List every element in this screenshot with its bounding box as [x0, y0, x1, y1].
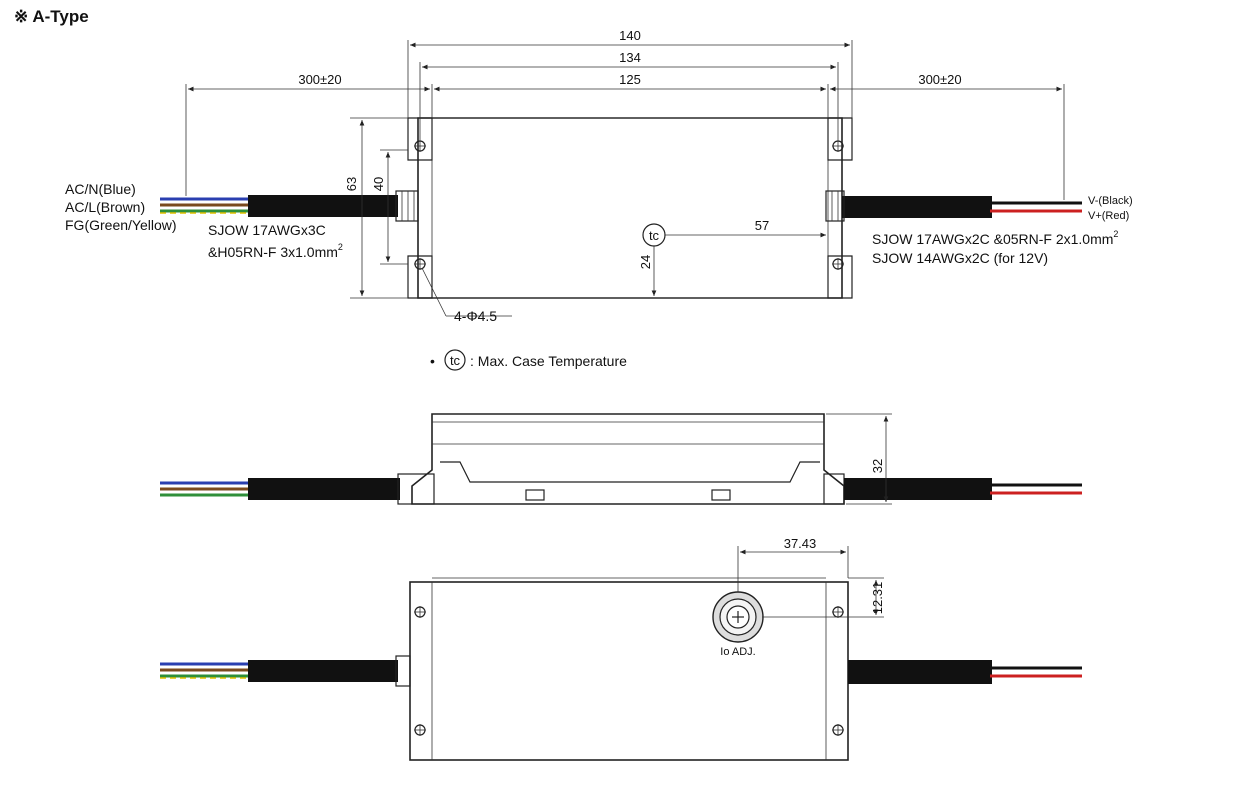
side-view-base-profile — [440, 461, 820, 483]
dim-left-cable-length: 300±20 — [298, 72, 341, 87]
io-adj-label: Io ADJ. — [720, 646, 755, 658]
mounting-hole-icon — [414, 140, 844, 270]
mount-ear-bottom-right — [827, 255, 853, 299]
wire-label-ac-l: AC/L(Brown) — [65, 199, 145, 215]
wire-label-fg: FG(Green/Yellow) — [65, 217, 177, 233]
side-left-cable — [248, 478, 400, 500]
legend-tc-symbol: tc — [450, 353, 461, 368]
top-view-heatsink-face — [431, 117, 829, 299]
mount-ear-top-right — [827, 117, 853, 161]
dim-adj-y: 12.31 — [870, 582, 885, 615]
dim-side-height: 32 — [870, 459, 885, 473]
bottom-right-cable — [848, 660, 992, 684]
top-view: tc 57 24 140 134 — [65, 28, 1133, 324]
left-cable-spec-2: &H05RN-F 3x1.0mm2 — [208, 242, 343, 260]
hole-leader-line — [421, 267, 447, 317]
bottom-view-enclosure — [409, 581, 849, 761]
dim-mount-height: 40 — [371, 177, 386, 191]
right-wire-pair — [990, 201, 1082, 213]
right-cable-spec-1: SJOW 17AWGx2C &05RN-F 2x1.0mm2 — [872, 229, 1118, 247]
right-cable-gland — [825, 190, 845, 222]
right-cable-spec-2: SJOW 14AWGx2C (for 12V) — [872, 250, 1048, 266]
dim-mount-length: 134 — [619, 50, 641, 65]
dim-tc-x: 57 — [755, 218, 769, 233]
legend-tc-icon — [444, 349, 466, 371]
side-left-gland — [397, 473, 435, 505]
left-cable-gland — [395, 190, 419, 222]
dim-overall-length: 140 — [619, 28, 641, 43]
hole-callout: 4-Φ4.5 — [454, 308, 497, 324]
dim-body-length: 125 — [619, 72, 641, 87]
dim-tc-y: 24 — [638, 255, 653, 269]
side-view-enclosure — [411, 413, 845, 505]
left-cable-jacket — [248, 195, 398, 217]
left-cable-spec-1: SJOW 17AWGx3C — [208, 222, 326, 238]
bottom-view: Io ADJ. 37.43 12.31 — [160, 536, 1082, 761]
wire-label-v-minus: V-(Black) — [1088, 195, 1133, 207]
right-cable-jacket — [842, 196, 992, 218]
dim-right-cable-length: 300±20 — [918, 72, 961, 87]
bottom-left-cable — [248, 660, 398, 682]
mount-ear-bottom-left — [407, 255, 433, 299]
side-view: 32 — [160, 413, 1082, 505]
side-slot-right — [711, 489, 731, 501]
side-right-cable — [844, 478, 992, 500]
top-view-enclosure — [417, 117, 843, 299]
left-wire-bundle — [160, 197, 250, 214]
bottom-left-gland — [395, 655, 411, 687]
dim-adj-x: 37.43 — [784, 536, 817, 551]
dim-height: 63 — [344, 177, 359, 191]
mount-ear-top-left — [407, 117, 433, 161]
wire-label-ac-n: AC/N(Blue) — [65, 181, 136, 197]
tc-legend: • tc : Max. Case Temperature — [430, 349, 627, 371]
io-adj-potentiometer-icon — [712, 591, 764, 643]
side-slot-left — [525, 489, 545, 501]
diagram-title: ※ A-Type — [14, 7, 89, 26]
wire-label-v-plus: V+(Red) — [1088, 210, 1129, 222]
legend-bullet: • — [430, 353, 435, 369]
legend-text: : Max. Case Temperature — [470, 353, 627, 369]
tc-point-label: tc — [649, 228, 660, 243]
dimension-lines — [185, 40, 1065, 299]
